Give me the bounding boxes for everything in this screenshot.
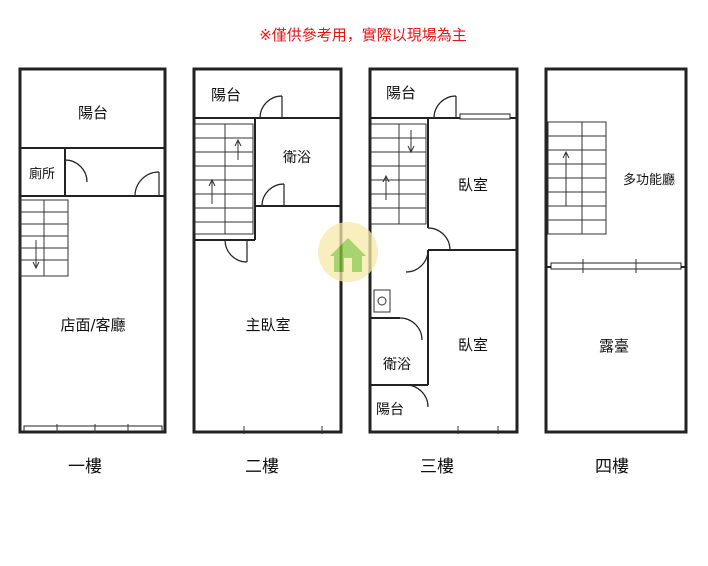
floor-2-balcony-label: 陽台	[211, 86, 241, 104]
floor-1-plan: 陽台 廁所 店面/客廳	[18, 67, 167, 434]
floor-1-main-label: 店面/客廳	[60, 316, 125, 334]
floor-4-title: 四樓	[595, 457, 629, 477]
floor-2-title: 二樓	[245, 457, 279, 477]
house-logo-icon	[318, 222, 378, 282]
floor-3-plan: 陽台 臥室 臥室 衛浴 陽台	[368, 67, 519, 434]
floor-1-toilet-label: 廁所	[29, 166, 55, 182]
floor-3-balcony-top-label: 陽台	[386, 84, 416, 102]
floor-4-multi-label: 多功能廳	[623, 172, 675, 188]
floor-2-main-label: 主臥室	[245, 316, 290, 334]
floor-3-title: 三樓	[420, 457, 454, 477]
floor-3-bedroom2-label: 臥室	[458, 336, 488, 354]
floor-1-balcony-label: 陽台	[78, 104, 108, 122]
floor-4-plan: 多功能廳 露臺	[544, 67, 688, 434]
floor-3-bath-label: 衛浴	[383, 357, 411, 373]
disclaimer-text: ※僅供參考用，實際以現場為主	[259, 26, 467, 44]
floor-4-terrace-label: 露臺	[599, 337, 629, 355]
floor-3-bedroom1-label: 臥室	[458, 176, 488, 194]
floor-1-title: 一樓	[68, 457, 102, 477]
floor-2-bath-label: 衛浴	[283, 150, 311, 166]
floor-3-balcony-bottom-label: 陽台	[376, 402, 404, 418]
